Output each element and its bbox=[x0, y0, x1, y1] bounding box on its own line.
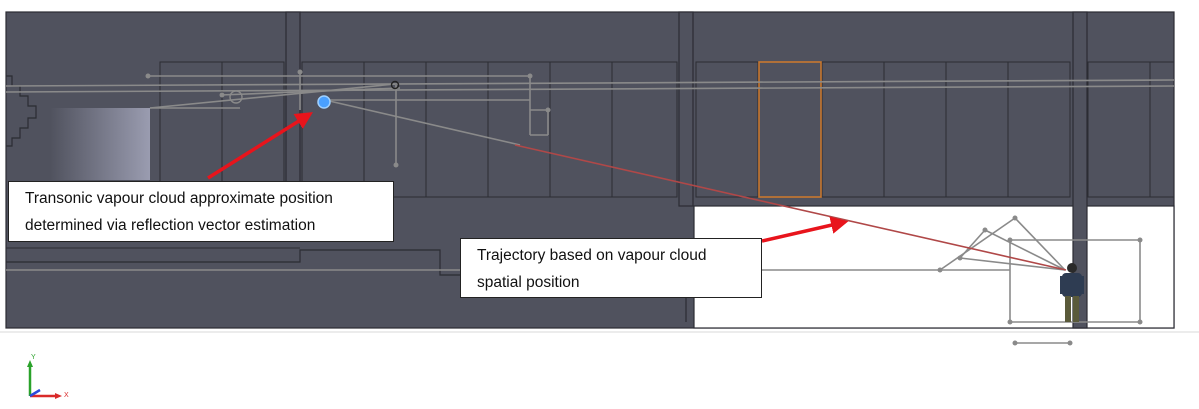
tunnel-section bbox=[50, 108, 150, 180]
vapour-cloud-marker-icon bbox=[317, 95, 331, 109]
vapour-cloud-callout-line-2: determined via reflection vector estimat… bbox=[25, 217, 316, 234]
trajectory-line bbox=[514, 144, 1067, 271]
room-opening bbox=[693, 205, 1175, 329]
node-circle-icon bbox=[390, 80, 400, 90]
pillar-1 bbox=[285, 11, 301, 183]
arrow-to-vapour-cloud bbox=[207, 112, 313, 180]
arrow-to-trajectory bbox=[761, 216, 849, 243]
trajectory-callout-line-1: Trajectory based on vapour cloud bbox=[477, 247, 707, 264]
vapour-cloud-callout: Transonic vapour cloud approximate posit… bbox=[8, 181, 394, 242]
axis-triad: Y X bbox=[27, 354, 69, 399]
vapour-cloud-callout-line-1: Transonic vapour cloud approximate posit… bbox=[25, 190, 333, 207]
pillar-3 bbox=[1072, 11, 1088, 329]
axis-x-label: X bbox=[64, 392, 69, 399]
sketch-points bbox=[145, 69, 1143, 346]
axis-y-label: Y bbox=[31, 354, 36, 361]
sensor-circle-icon bbox=[229, 90, 243, 104]
person-figure-icon bbox=[1060, 263, 1084, 322]
highlighted-panel bbox=[758, 61, 822, 198]
trajectory-callout-line-2: spatial position bbox=[477, 274, 580, 291]
pillar-2 bbox=[678, 11, 694, 207]
trajectory-callout: Trajectory based on vapour cloud spatial… bbox=[460, 238, 762, 298]
